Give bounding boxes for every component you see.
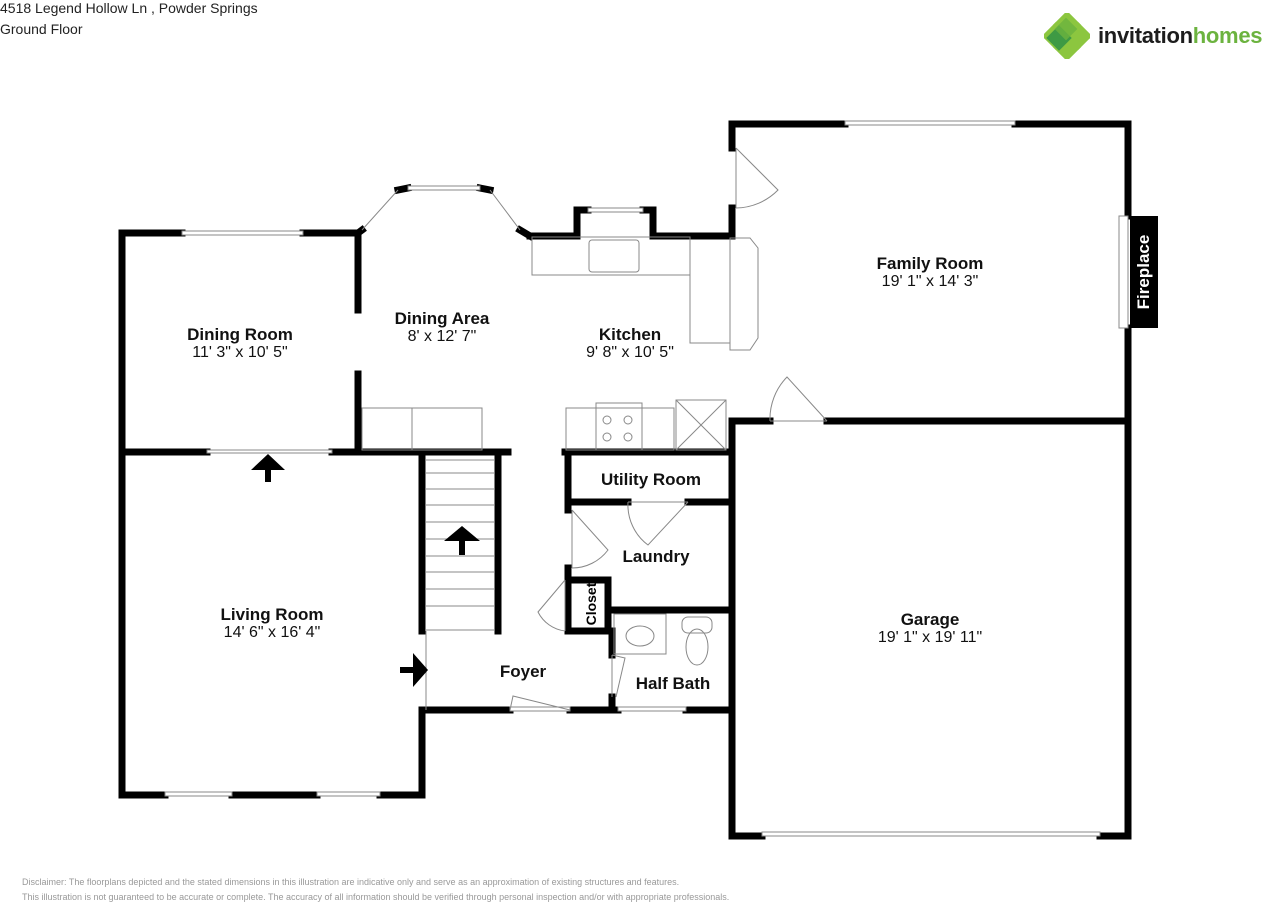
room-half-bath: Half Bath [635,674,711,693]
room-family-room: Family Room 19' 1" x 14' 3" [876,254,984,290]
logo-mark-icon [1044,13,1090,59]
invitation-homes-logo: invitationhomes [1044,12,1280,60]
room-foyer: Foyer [499,662,547,681]
room-kitchen: Kitchen 9' 8" x 10' 5" [586,325,674,361]
floor-label: Ground Floor [0,21,83,37]
room-utility-room: Utility Room [600,470,702,489]
room-dining-area: Dining Area 8' x 12' 7" [394,309,490,345]
disclaimer-line-1: Disclaimer: The floorplans depicted and … [22,877,680,887]
property-address: 4518 Legend Hollow Ln , Powder Springs [0,0,258,16]
logo-wordmark: invitationhomes [1098,23,1263,48]
fireplace-label: Fireplace [1134,234,1153,310]
room-laundry: Laundry [622,547,690,566]
room-dining-room: Dining Room 11' 3" x 10' 5" [187,325,293,361]
disclaimer-line-2: This illustration is not guaranteed to b… [22,892,730,902]
room-closet: Closet [583,582,599,626]
room-living-room: Living Room 14' 6" x 16' 4" [220,605,324,641]
room-garage: Garage 19' 1" x 19' 11" [877,610,983,646]
